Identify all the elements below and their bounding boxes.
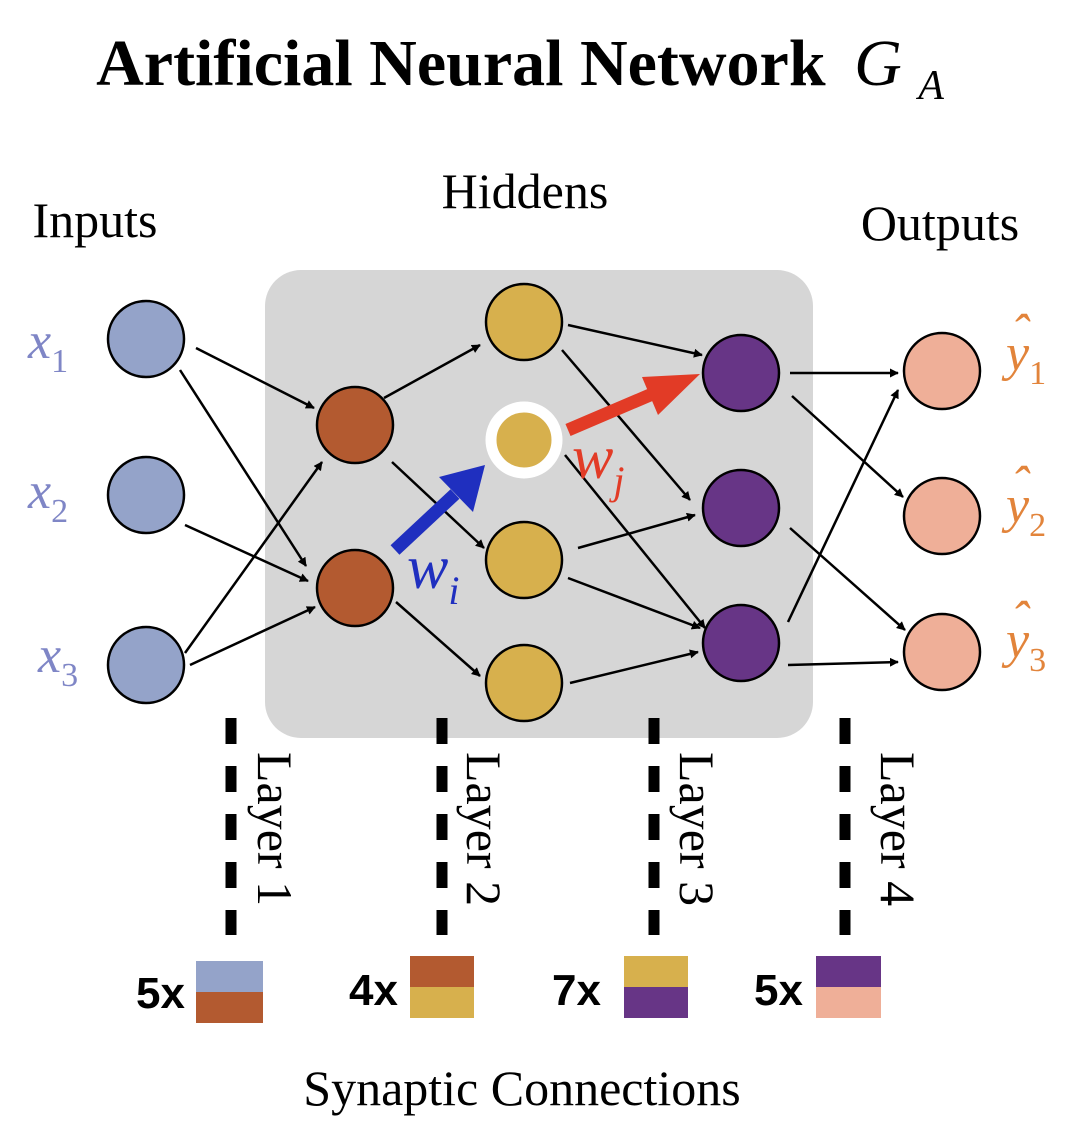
layer-2-count: 4x [349,966,398,1015]
connection [561,349,691,501]
connection [184,523,309,583]
hidden3-node-1 [701,333,781,413]
connection [395,601,481,677]
hidden1-node-1 [315,385,395,465]
layer-4-label: Layer 4 [870,752,926,906]
layer-2-swatch-top [410,956,474,987]
connection [195,346,315,410]
output-node-2 [902,476,982,556]
layer-3-label: Layer 3 [669,752,725,906]
svg-text:y1: y1 [1001,325,1046,392]
layer-3-swatch-top [624,956,688,987]
connection [569,649,699,685]
hidden2-node-1 [484,282,564,362]
hidden2-node-3 [484,520,564,600]
layer-2-synapse-legend: 4x [349,956,474,1018]
inputs-header: Inputs [33,192,158,248]
input-node-2 [106,455,186,535]
layer-2-label: Layer 2 [456,752,512,906]
hidden3-node-3 [701,603,781,683]
layer-4-swatch-top [816,956,881,987]
connection [791,395,904,498]
connection [786,389,900,623]
connection [577,512,696,550]
layer-3-count: 7x [552,966,601,1015]
layer-4-synapse-legend: 5x [754,956,881,1018]
connection [564,454,706,629]
diagram-title: Artificial Neural Network G A [96,27,944,109]
hidden3-node-2 [701,468,781,548]
output-node-1 [902,331,982,411]
connection [567,576,701,630]
hidden1-node-2 [315,548,395,628]
hidden2-node-2-highlighted [485,401,563,479]
input-label-3: x3 [37,627,78,694]
input-label-2: x2 [27,463,68,530]
output-hat-2: ˆ [1011,457,1031,514]
input-node-1 [106,299,186,379]
input-label-1: x1 [27,313,68,380]
layer-1-label: Layer 1 [247,752,303,906]
synaptic-connections [178,323,906,685]
output-node-3 [902,612,982,692]
title-symbol: G [854,27,902,100]
connection [383,343,481,400]
outputs-header: Outputs [861,195,1019,251]
wi-arrow [390,465,485,555]
connection [189,605,316,667]
layer-3-synapse-legend: 7x [552,956,688,1018]
svg-text:y3: y3 [1001,612,1046,679]
connection [787,657,899,667]
connection [183,461,324,654]
input-node-3 [106,625,186,705]
footer-caption: Synaptic Connections [303,1060,740,1116]
title-main: Artificial Neural Network [96,27,826,100]
layer-4-count: 5x [754,966,803,1015]
output-label-1: y1 ˆ [1001,305,1046,392]
hiddens-header: Hiddens [442,163,609,219]
layer-3-swatch-bottom [624,987,688,1018]
title-symbol-sub: A [915,63,944,109]
layer-1-count: 5x [136,969,185,1018]
layer-1-swatch-top [196,961,263,992]
layer-1-swatch-bottom [196,992,263,1023]
connection [567,323,703,358]
layer-4-swatch-bottom [816,987,881,1018]
output-hat-1: ˆ [1011,305,1031,362]
connection [789,527,906,631]
layer-2-swatch-bottom [410,987,474,1018]
svg-text:y2: y2 [1001,477,1046,544]
output-label-2: y2 ˆ [1001,457,1046,544]
nodes [106,282,982,723]
layer-dividers [225,718,851,935]
wj-arrow [565,374,700,436]
layer-1-synapse-legend: 5x [136,961,263,1023]
output-label-3: y3 ˆ [1001,592,1046,679]
wj-label: wj [572,424,624,503]
hidden2-node-4 [484,643,564,723]
wi-label: wi [407,534,459,613]
output-hat-3: ˆ [1011,592,1031,649]
connection [178,369,308,567]
